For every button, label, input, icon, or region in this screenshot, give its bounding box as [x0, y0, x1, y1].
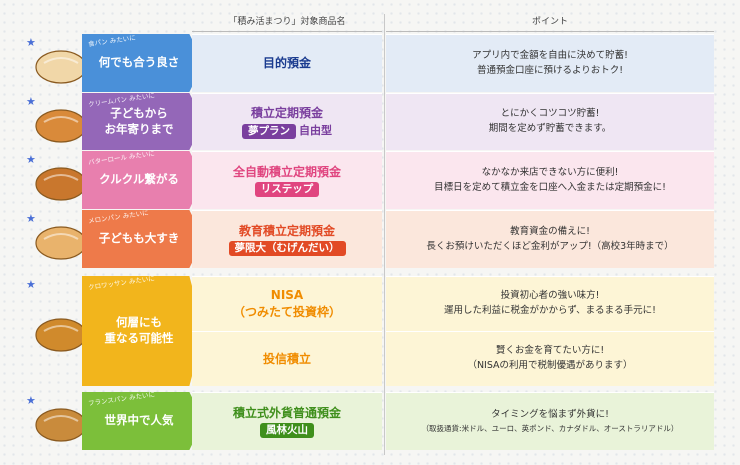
bread-illustration — [32, 102, 90, 150]
product-cell: 投信積立 — [192, 331, 382, 386]
product-name: 全自動積立定期預金 — [232, 164, 341, 179]
product-nickname: リステップ — [254, 180, 320, 198]
bread-illustration — [32, 401, 90, 449]
category-tab-text: お年寄りまで — [104, 121, 174, 136]
product-cell: NISA （つみたて投資枠） — [192, 276, 382, 331]
product-name: 積立式外貨普通預金 — [232, 405, 341, 420]
category-tab-text: 子どもも大すき — [98, 231, 180, 246]
column-divider — [384, 14, 385, 455]
product-cell: 全自動積立定期預金リステップ — [192, 151, 382, 209]
category-tab-text: 重なる可能性 — [104, 331, 174, 345]
point-cell: アプリ内で金額を自由に決めて貯蓄! 普通預金口座に預けるよりおトク! — [386, 34, 714, 92]
product-name: 投信積立 — [262, 351, 311, 366]
product-cell: 積立定期預金夢プラン自由型 — [192, 93, 382, 150]
star-icon: ★ — [26, 95, 36, 108]
product-nickname: 夢限大（むげんだい） — [228, 239, 346, 257]
point-cell: 投資初心者の強い味方! 運用した利益に税金がかからず、まるまる手元に! — [386, 276, 714, 331]
star-icon: ★ — [26, 153, 36, 166]
product-cell: 積立式外貨普通預金風林火山 — [192, 392, 382, 450]
point-text: 期間を定めず貯蓄できます。 — [488, 123, 612, 134]
product-nickname-badge: 風林火山 — [260, 423, 314, 439]
point-cell: 教育資金の備えに! 長くお預けいただくほど金利がアップ!（高校3年時まで） — [386, 210, 714, 268]
point-cell: とにかくコツコツ貯蓄! 期間を定めず貯蓄できます。 — [386, 93, 714, 150]
category-tab: メロンパン みたいに子どもも大すき — [82, 210, 204, 268]
category-tab: クロワッサン みたいに何層にも重なる可能性 — [82, 276, 204, 386]
product-name: 教育積立定期預金 — [238, 223, 335, 238]
bread-illustration — [32, 43, 90, 91]
category-tab-text: 世界中で人気 — [104, 413, 174, 428]
product-nickname: 風林火山 — [260, 421, 314, 439]
bread-illustration — [32, 311, 90, 359]
point-text: 投資初心者の強い味方! — [500, 290, 600, 302]
star-icon: ★ — [26, 278, 36, 291]
bread-illustration — [32, 219, 90, 267]
bread-label: バターロール みたいに — [87, 149, 156, 167]
product-name-sub: （つみたて投資枠） — [232, 305, 341, 319]
category-tab-text: 子どもから — [110, 105, 168, 120]
product-name: 目的預金 — [262, 56, 311, 71]
bread-label: クロワッサン みたいに — [87, 274, 156, 292]
category-tab-text: 何層にも — [116, 315, 162, 330]
category-tab: クリームパン みたいに子どもからお年寄りまで — [82, 93, 204, 150]
category-tab: 食パン みたいに何でも合う良さ — [82, 34, 204, 92]
point-text: （取扱通貨:米ドル、ユーロ、英ポンド、カナダドル、オーストラリアドル） — [421, 424, 679, 434]
product-name: 積立定期預金 — [250, 106, 323, 121]
point-cell: なかなか来店できない方に便利! 目標日を定めて積立金を口座へ入金または定期預金に! — [386, 151, 714, 209]
header-point: ポイント — [386, 12, 714, 32]
point-text: 普通預金口座に預けるよりおトク! — [476, 64, 624, 76]
product-cell: 目的預金 — [192, 34, 382, 92]
product-cell: 教育積立定期預金夢限大（むげんだい） — [192, 210, 382, 268]
header-product-name: 「積み活まつり」対象商品名 — [192, 12, 382, 32]
point-text: タイミングを悩まず外貨に! — [491, 409, 609, 421]
product-nickname-badge: 夢プラン — [242, 123, 296, 139]
point-text: 賢くお金を育てたい方に! — [495, 345, 605, 357]
product-nickname-badge: リステップ — [254, 182, 320, 198]
bread-label: 食パン みたいに — [87, 33, 137, 49]
bread-label: フランスパン みたいに — [87, 390, 156, 408]
category-tab: バターロール みたいにクルクル繋がる — [82, 151, 204, 209]
category-tab: フランスパン みたいに世界中で人気 — [82, 392, 204, 450]
product-name: NISA — [270, 288, 304, 303]
point-text: 長くお預けいただくほど金利がアップ!（高校3年時まで） — [426, 240, 674, 252]
point-text: アプリ内で金額を自由に決めて貯蓄! — [472, 49, 628, 61]
product-nickname-badge: 夢限大（むげんだい） — [228, 241, 346, 257]
category-tab-text: 何でも合う良さ — [98, 55, 180, 70]
star-icon: ★ — [26, 36, 36, 49]
product-nickname: 夢プラン自由型 — [242, 122, 332, 139]
point-cell: 賢くお金を育てたい方に! （NISAの利用で税制優遇があります） — [386, 331, 714, 386]
bread-label: メロンパン みたいに — [87, 208, 150, 226]
bread-illustration — [32, 160, 90, 208]
point-text: とにかくコツコツ貯蓄! — [500, 108, 600, 120]
point-cell: タイミングを悩まず外貨に! （取扱通貨:米ドル、ユーロ、英ポンド、カナダドル、オー… — [386, 392, 714, 450]
point-text: 目標日を定めて積立金を口座へ入金または定期預金に! — [434, 181, 666, 193]
point-text: なかなか来店できない方に便利! — [481, 166, 619, 178]
product-nickname-suffix: 自由型 — [299, 123, 332, 137]
point-text: （NISAの利用で税制優遇があります） — [467, 360, 633, 371]
star-icon: ★ — [26, 394, 36, 407]
star-icon: ★ — [26, 212, 36, 225]
point-text: 教育資金の備えに! — [510, 225, 590, 237]
point-text: 運用した利益に税金がかからず、まるまる手元に! — [444, 305, 656, 316]
category-tab-text: クルクル繋がる — [99, 172, 179, 187]
